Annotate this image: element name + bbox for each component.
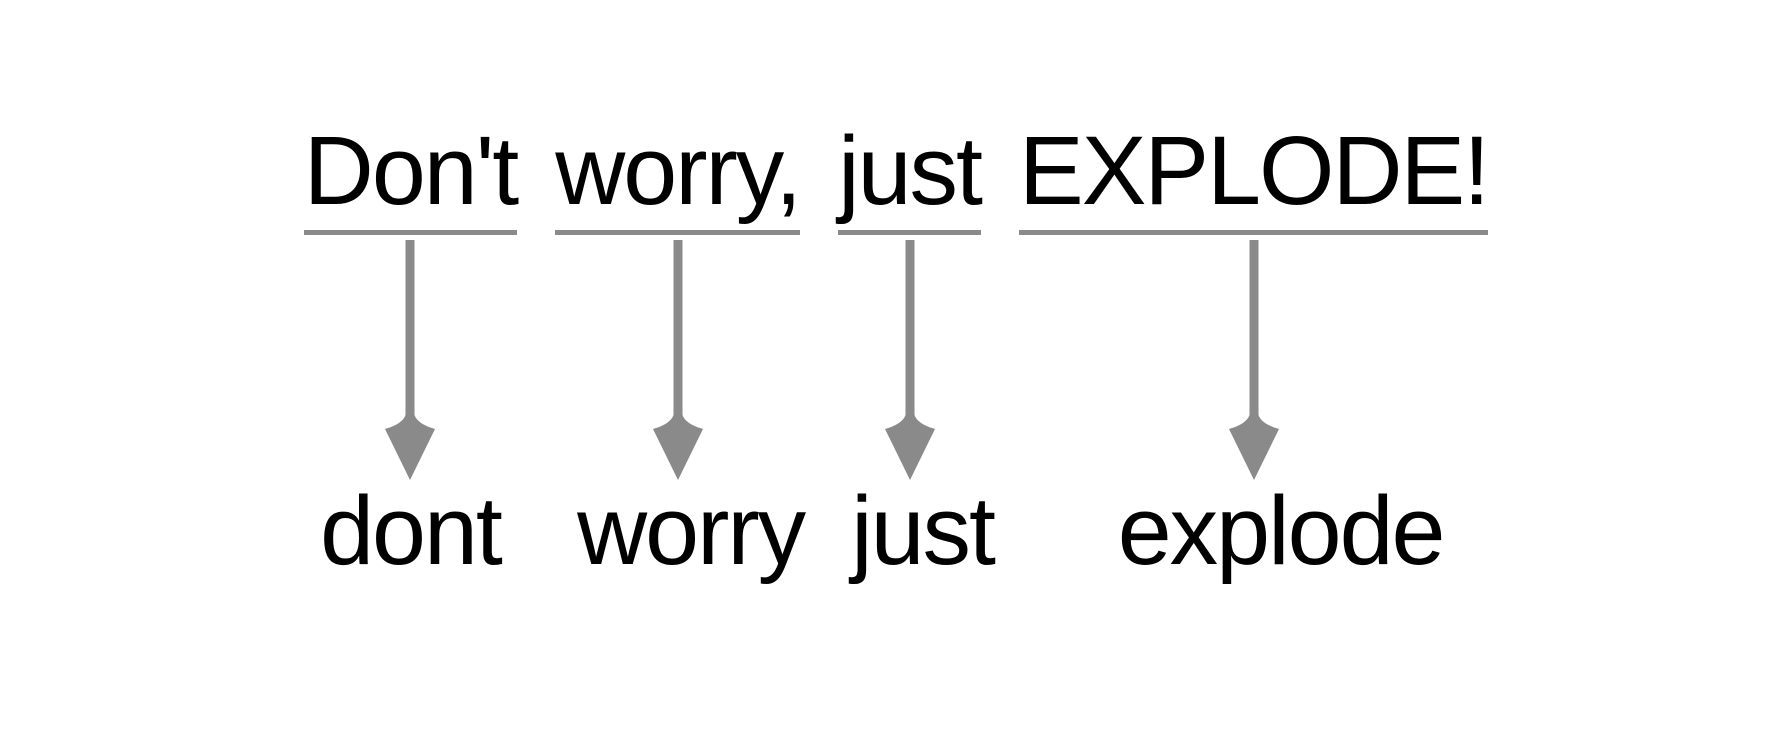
original-word: worry, (555, 116, 802, 225)
word-group-worry: worry, worry (555, 114, 806, 588)
word-group-dont: Don't dont (303, 114, 519, 588)
down-arrow-icon (385, 240, 436, 480)
down-arrow-icon (1228, 240, 1279, 480)
word-underline (838, 230, 982, 235)
down-arrow-icon (652, 240, 703, 480)
original-word: EXPLODE! (1019, 116, 1490, 225)
original-word: Don't (303, 116, 519, 225)
original-word: just (838, 116, 983, 225)
normalized-word: explode (1117, 476, 1446, 585)
normalized-word: worry (577, 476, 806, 585)
normalized-word: just (851, 476, 996, 585)
word-group-explode: EXPLODE! explode (1019, 114, 1490, 588)
word-underline (1019, 230, 1489, 235)
word-underline (555, 230, 801, 235)
word-mapping-row: Don't dont worry, worry just just EXPLOD… (0, 114, 1792, 588)
word-group-just: just just (838, 114, 996, 588)
word-underline (303, 230, 518, 235)
normalized-word: dont (320, 476, 503, 585)
down-arrow-icon (884, 240, 935, 480)
